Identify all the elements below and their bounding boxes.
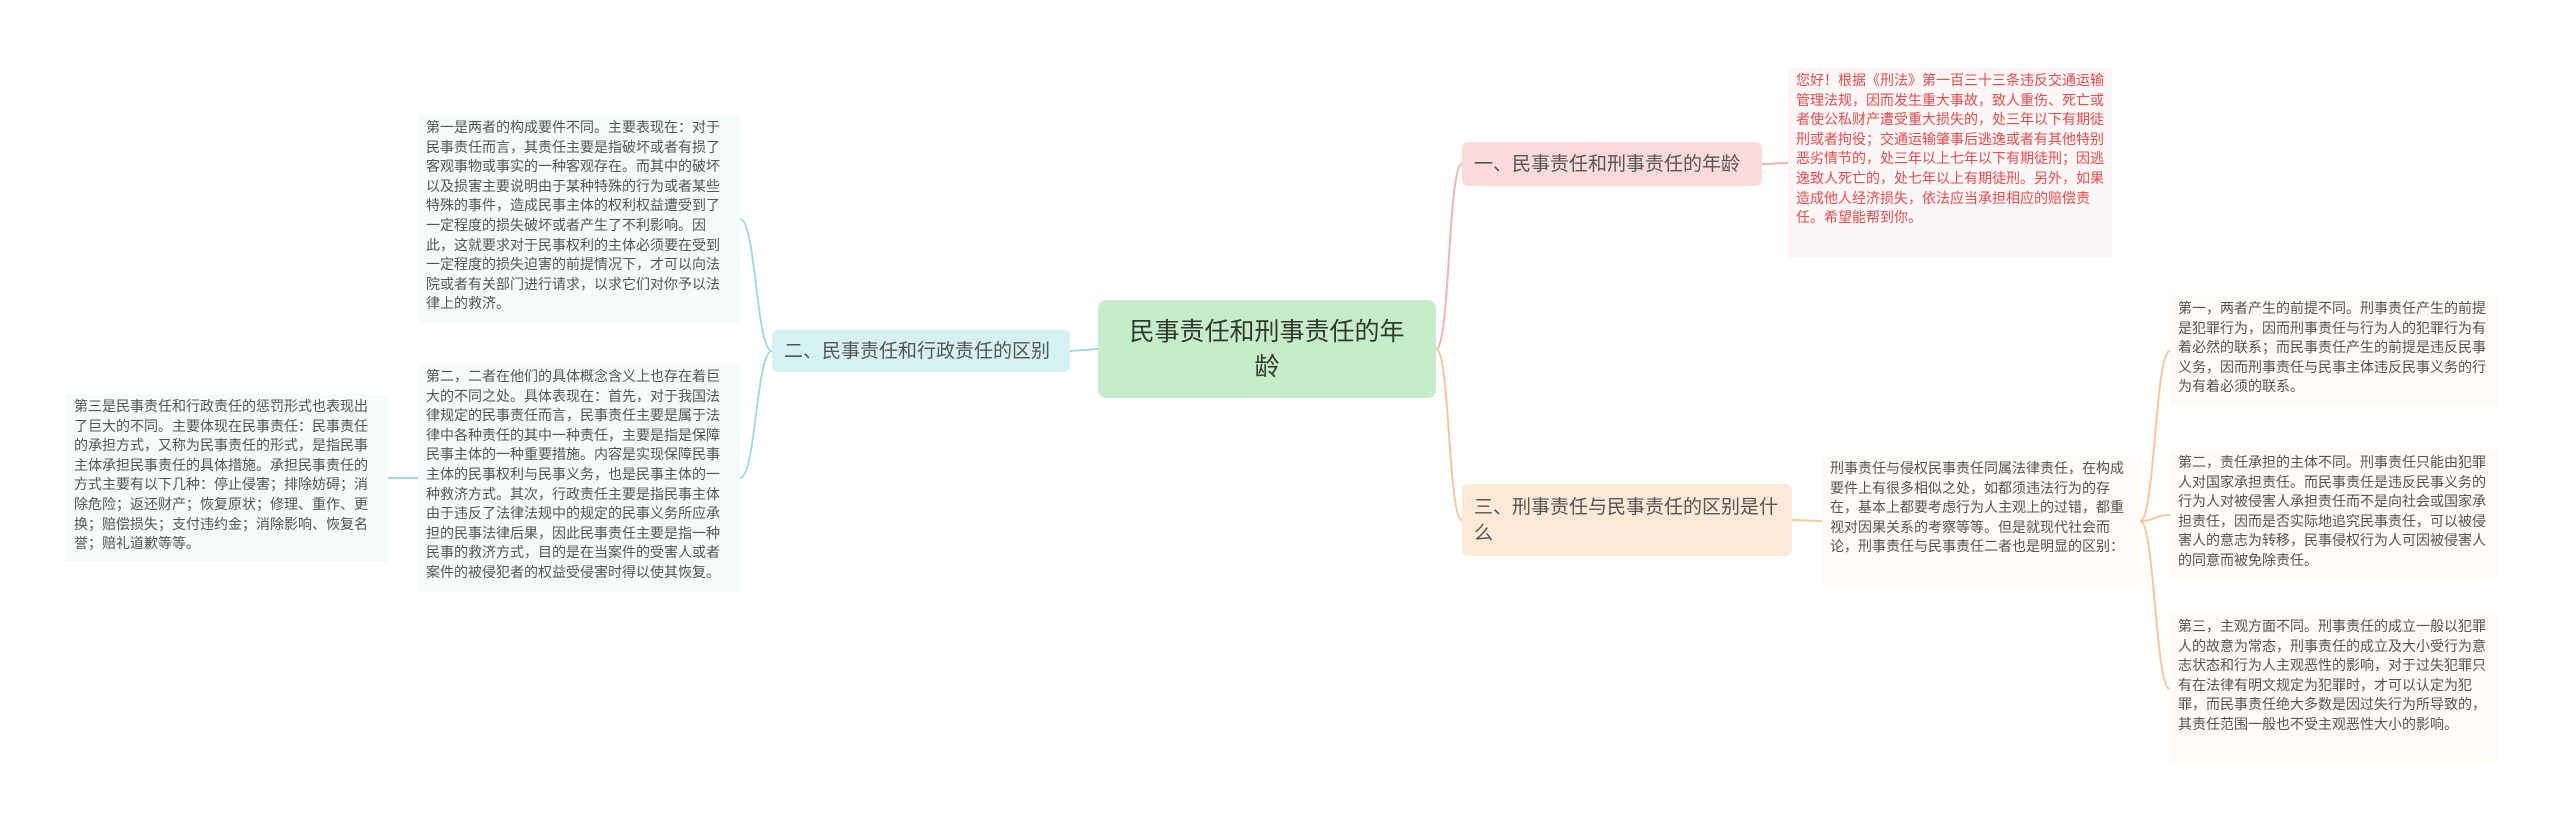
leaf-admin-second: 第二，二者在他们的具体概念含义上也存在着巨大的不同之处。具体表现在：首先，对于我…	[418, 364, 740, 592]
edge-criminal-intro	[1791, 519, 1823, 522]
leaf-criminal-second: 第二，责任承担的主体不同。刑事责任只能由犯罪人对国家承担责任。而民事责任是违反民…	[2170, 450, 2498, 580]
edge-intro-second	[2139, 514, 2171, 522]
leaf-criminal-third: 第三，主观方面不同。刑事责任的成立一般以犯罪人的故意为常态，刑事责任的成立及大小…	[2170, 614, 2498, 764]
edge-age-leaf	[1761, 162, 1789, 165]
branch-age[interactable]: 一、民事责任和刑事责任的年龄	[1462, 142, 1762, 186]
root-title: 民事责任和刑事责任的年龄	[1129, 317, 1405, 381]
edge-admin-first	[739, 218, 773, 352]
leaf-criminal-intro: 刑事责任与侵权民事责任同属法律责任，在构成要件上有很多相似之处，如都须违法行为的…	[1822, 456, 2140, 586]
edge-root-criminal	[1435, 348, 1463, 521]
leaf-admin-third: 第三是民事责任和行政责任的惩罚形式也表现出了巨大的不同。主要体现在民事责任：民事…	[66, 394, 388, 562]
leaf-age-answer: 您好！根据《刑法》第一百三十三条违反交通运输管理法规，因而发生重大事故，致人重伤…	[1788, 68, 2112, 258]
root-node[interactable]: 民事责任和刑事责任的年龄	[1098, 300, 1436, 398]
branch-age-label: 一、民事责任和刑事责任的年龄	[1474, 153, 1741, 175]
branch-admin-label: 二、民事责任和行政责任的区别	[784, 340, 1051, 362]
edge-root-age	[1435, 163, 1463, 350]
leaf-criminal-first: 第一，两者产生的前提不同。刑事责任产生的前提是犯罪行为，因而刑事责任与行为人的犯…	[2170, 296, 2498, 406]
edge-intro-third	[2139, 520, 2171, 690]
branch-criminal-label: 三、刑事责任与民事责任的区别是什么	[1474, 496, 1779, 544]
branch-admin[interactable]: 二、民事责任和行政责任的区别	[772, 330, 1070, 372]
edge-root-admin	[1069, 348, 1099, 352]
edge-admin-second	[739, 350, 773, 479]
edge-intro-first	[2139, 350, 2171, 522]
leaf-admin-first: 第一是两者的构成要件不同。主要表现在：对于民事责任而言，其责任主要是指破坏或者有…	[418, 115, 740, 323]
branch-criminal[interactable]: 三、刑事责任与民事责任的区别是什么	[1462, 484, 1792, 556]
